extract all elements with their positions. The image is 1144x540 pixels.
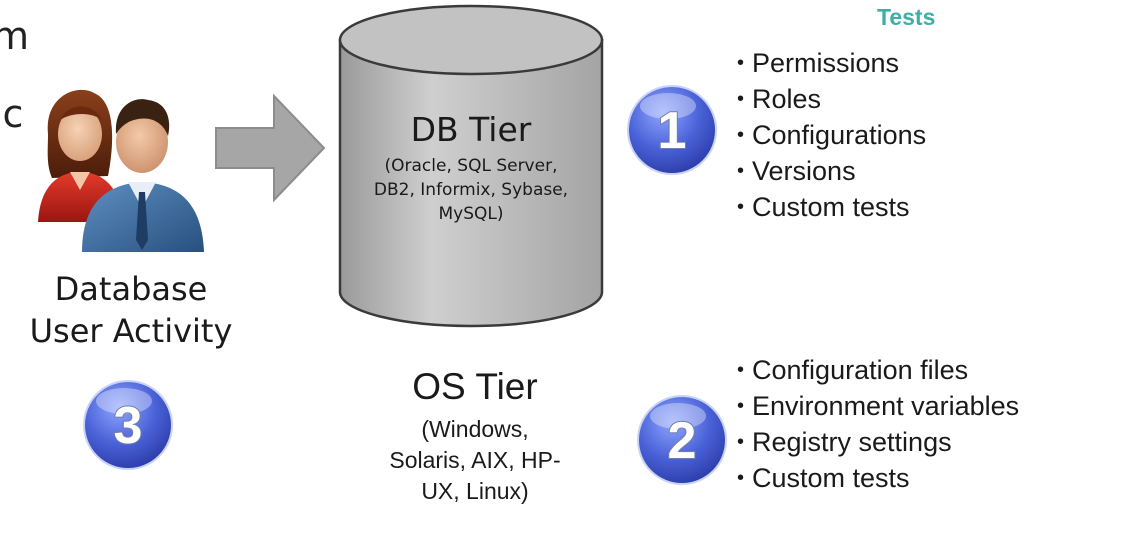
db-tier-title: DB Tier — [410, 110, 532, 149]
db-tests-list: Permissions Roles Configurations Version… — [737, 45, 926, 225]
step-3-badge: 3 — [80, 377, 176, 473]
users-icon — [30, 72, 210, 252]
os-tier-detail-line: (Windows, — [421, 416, 529, 442]
step-1-number: 1 — [658, 102, 687, 160]
cut-off-text-line-2: ic — [0, 92, 24, 136]
cut-off-text-line-1: m — [0, 14, 30, 58]
database-cylinder-icon — [336, 0, 606, 330]
list-item: Custom tests — [737, 189, 926, 225]
list-item: Configuration files — [737, 352, 1019, 388]
db-tier-detail-line: MySQL) — [438, 204, 504, 224]
step-2-number: 2 — [668, 412, 697, 470]
users-caption-line: Database — [54, 270, 208, 308]
users-caption: Database User Activity — [0, 268, 262, 352]
list-item: Environment variables — [737, 388, 1019, 424]
db-tier-details: (Oracle, SQL Server, DB2, Informix, Syba… — [336, 154, 606, 226]
os-tests-list: Configuration files Environment variable… — [737, 352, 1019, 496]
os-tier-title: OS Tier — [412, 366, 538, 407]
users-caption-line: User Activity — [29, 312, 233, 350]
list-item: Custom tests — [737, 460, 1019, 496]
os-tier-detail-line: Solaris, AIX, HP- — [389, 447, 561, 473]
step-1-badge: 1 — [624, 82, 720, 178]
list-item: Roles — [737, 81, 926, 117]
db-tier-detail-line: DB2, Informix, Sybase, — [373, 180, 569, 200]
os-tier-detail-line: UX, Linux) — [421, 478, 529, 504]
db-tier-detail-line: (Oracle, SQL Server, — [384, 156, 558, 176]
step-3-number: 3 — [114, 397, 143, 455]
arrow-right-icon — [212, 92, 328, 204]
os-tier-details: (Windows, Solaris, AIX, HP- UX, Linux) — [350, 414, 600, 507]
list-item: Versions — [737, 153, 926, 189]
tests-heading: Tests — [877, 4, 936, 30]
list-item: Registry settings — [737, 424, 1019, 460]
list-item: Configurations — [737, 117, 926, 153]
list-item: Permissions — [737, 45, 926, 81]
step-2-badge: 2 — [634, 392, 730, 488]
